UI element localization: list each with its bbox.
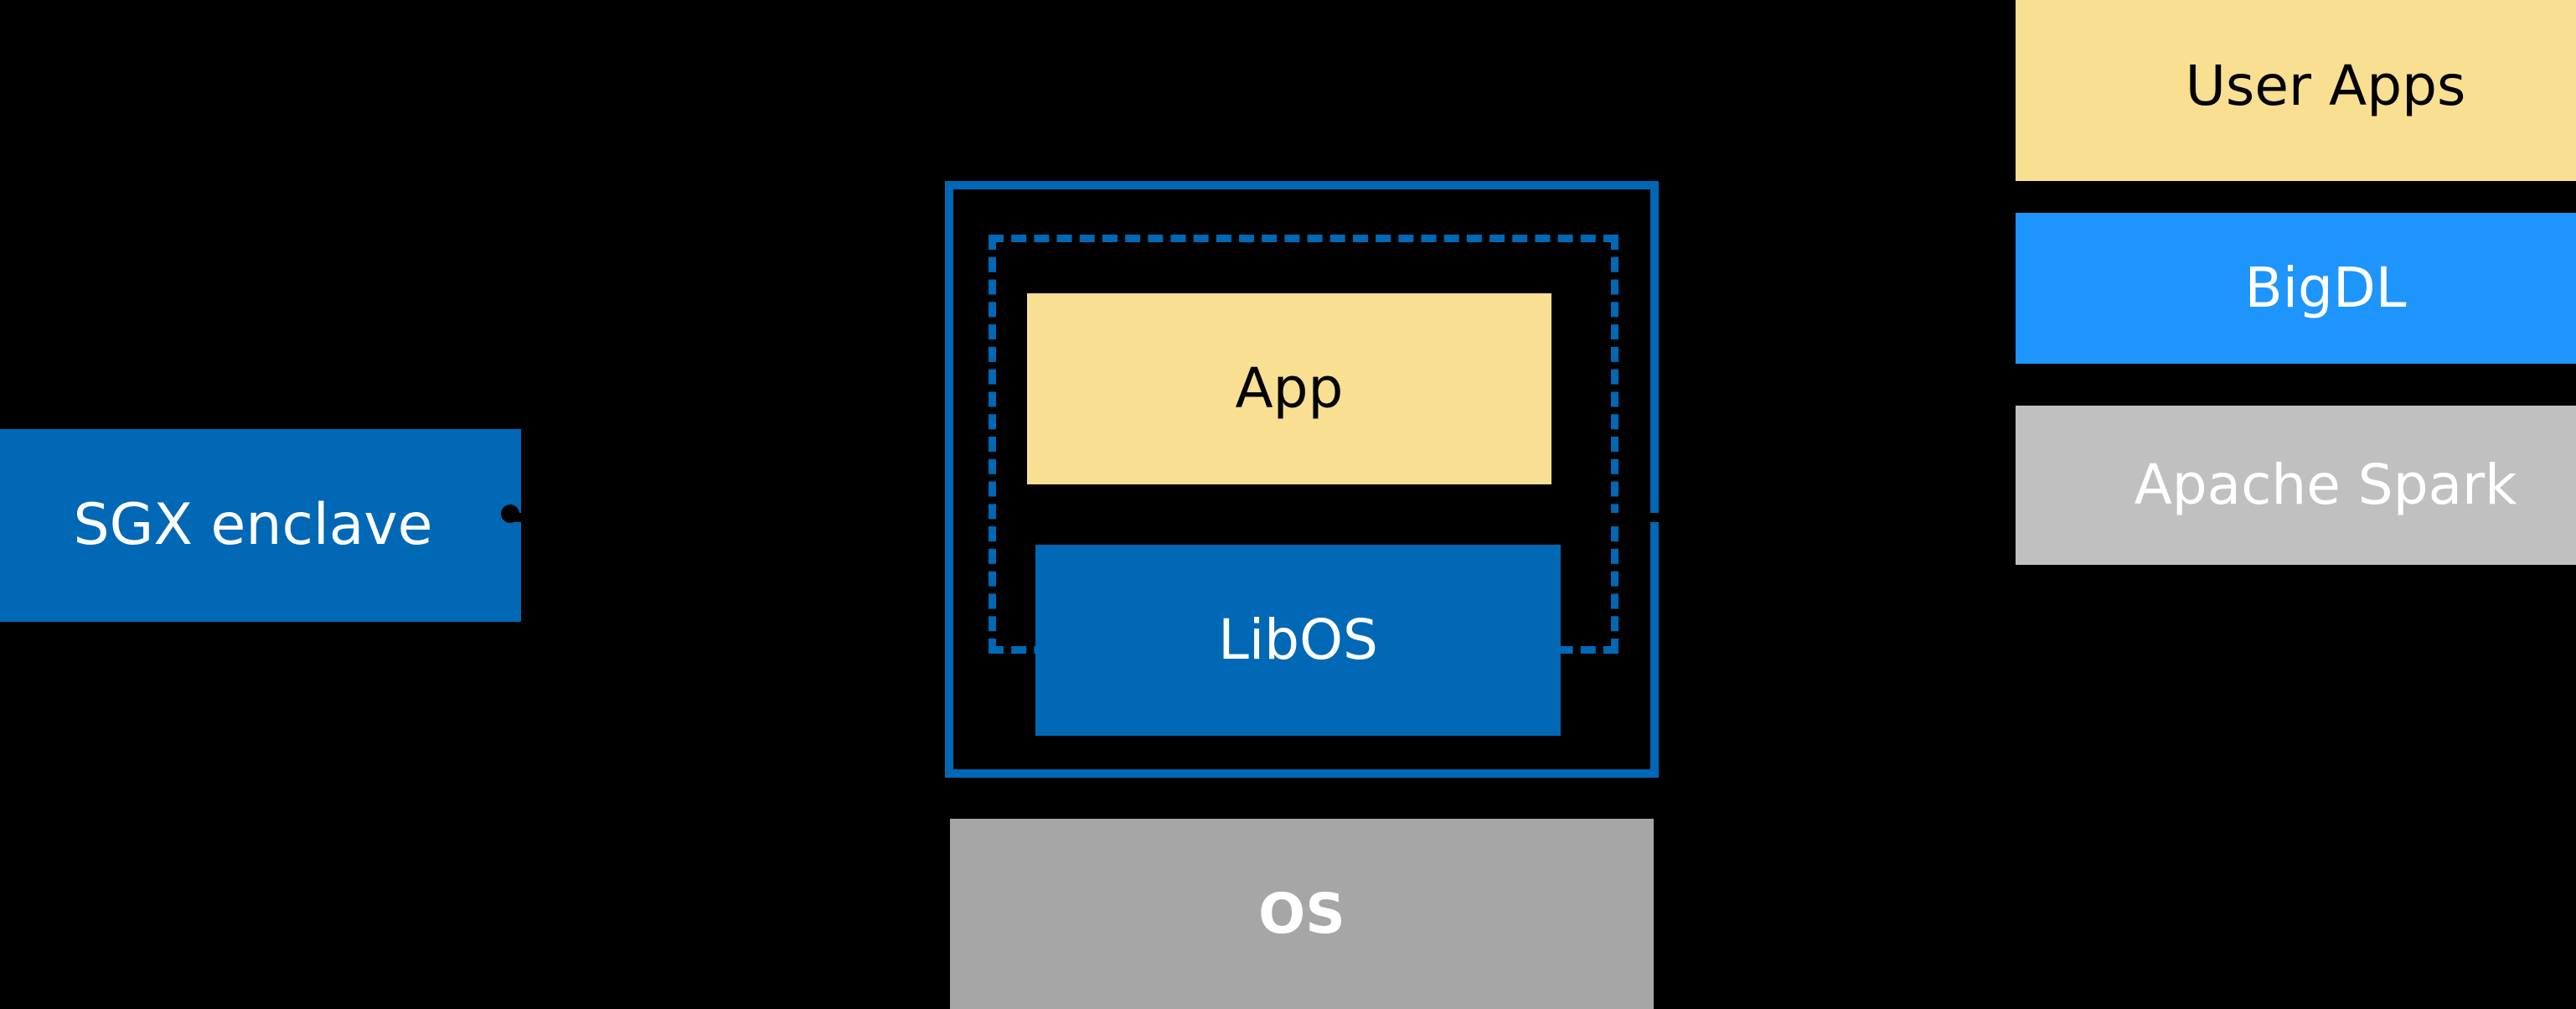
bigdl-box: BigDL [2016, 213, 2576, 364]
apache-spark-box: Apache Spark [2016, 406, 2576, 565]
connector-to-user-apps [1635, 248, 2029, 257]
app-box: App [1027, 293, 1551, 484]
connector-app-to-right [1551, 513, 2021, 522]
connector-vertical-upper [1635, 251, 1644, 520]
sgx-enclave-box: SGX enclave [0, 429, 521, 622]
connector-sgx-arrowhead-icon [501, 504, 519, 523]
user-apps-box: User Apps [2016, 0, 2576, 181]
connector-app-arrowhead-icon [1541, 504, 1560, 523]
os-box: OS [950, 819, 1654, 1009]
libos-box: LibOS [1035, 545, 1561, 736]
connector-sgx-to-enclave [513, 513, 955, 522]
connector-vertical-lower [1635, 513, 1644, 764]
connector-to-apache-spark [1635, 754, 2029, 763]
enclave-solid-frame [945, 181, 1659, 778]
